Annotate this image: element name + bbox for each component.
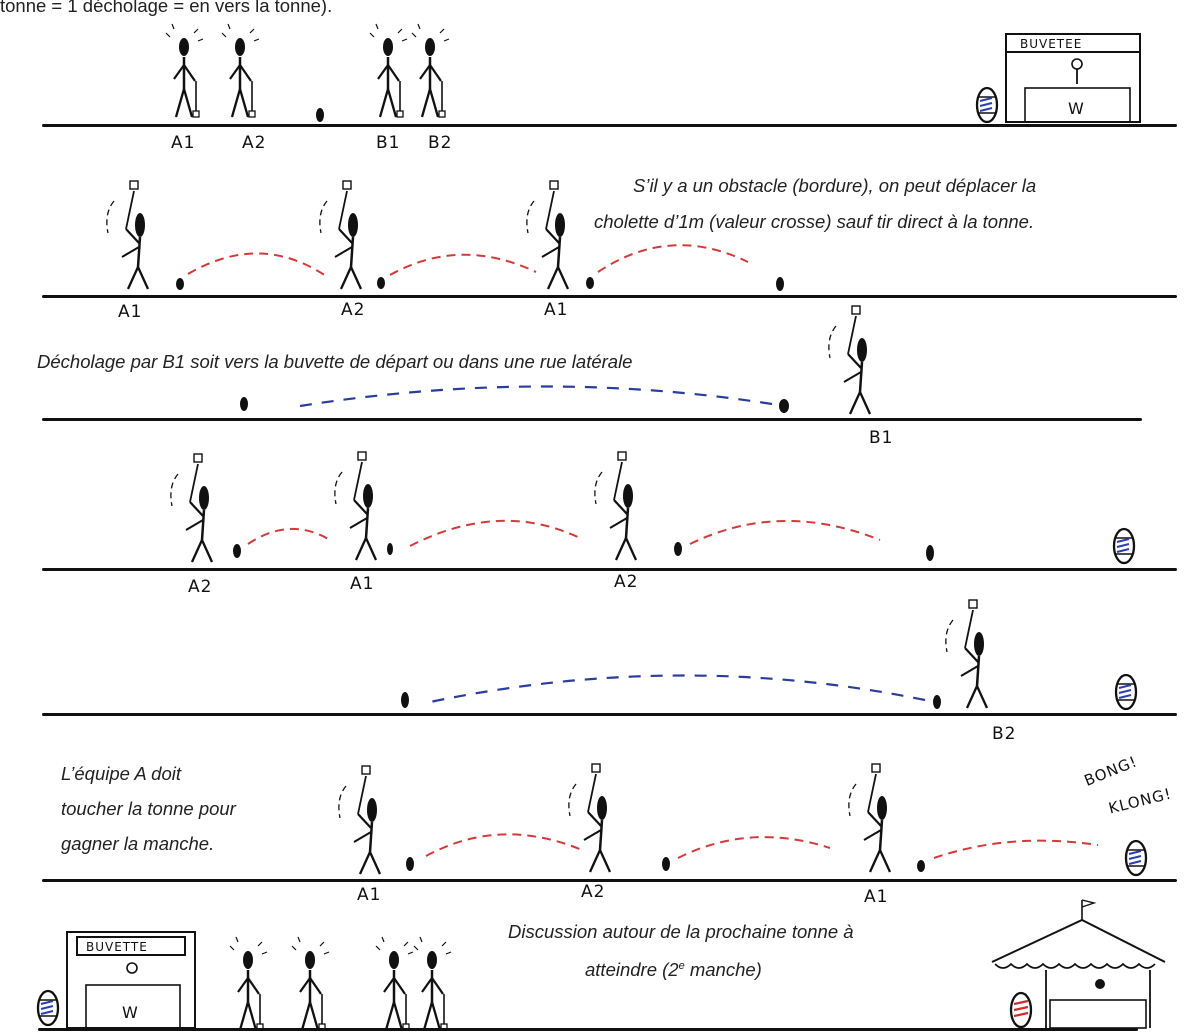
scene1-players [164,22,451,119]
scene2-red-arrows [187,244,749,277]
scene5-player [944,598,989,710]
scene7-booth: BUVETTE W [66,931,196,1029]
discussion-caption-line2: atteindre (2e manche) [585,952,762,984]
scene3-player [827,304,872,416]
scene6-barrel [1124,839,1148,877]
obstacle-caption-line2: cholette d’1m (valeur crosse) sauf tir d… [594,211,1035,232]
scene7-barrel-red [1009,991,1033,1029]
discussion-caption-line1: Discussion autour de la prochaine tonne … [508,921,854,942]
scene6-players [337,762,892,876]
scene1-booth: BUVETEE W [1005,33,1141,123]
label-s1-a2: A2 [242,133,267,153]
scene1-booth-label: BUVETEE [1020,37,1082,51]
scene7-players [228,935,453,1032]
scene3-blue-arrow [299,385,773,408]
label-s1-a1: A1 [171,133,196,153]
scene4-barrel [1112,527,1136,565]
scene1-cholette [316,108,324,122]
scene1-booth-letter: W [1068,99,1084,118]
scene6-cholettes [406,857,925,872]
discussion-caption-sup: e [678,960,685,972]
obstacle-caption-line1: S’il y a un obstacle (bordure), on peut … [633,175,1037,196]
decholage-caption: Décholage par B1 soit vers la buvette de… [37,351,633,372]
label-s6-a1: A1 [357,885,382,905]
scene5-cholettes [401,692,941,709]
scene6-red-arrows [425,833,1099,859]
scene4-cholettes [233,542,934,561]
ground-line-6 [42,879,1177,882]
scene2-cholettes [176,277,784,291]
label-s3-b1: B1 [869,428,894,448]
intro-fragment: tonne = 1 décholage = en vers la tonne). [0,0,333,16]
ground-line-5 [42,713,1177,716]
ground-line-4 [42,568,1177,571]
label-s6-a1b: A1 [864,887,889,907]
scene4-players [169,450,638,564]
scene5-blue-arrow [429,674,926,704]
scene2-players [105,179,570,291]
team-a-caption-line2: toucher la tonne pour [61,798,236,819]
scene4-red-arrows [247,519,881,547]
label-s4-a2b: A2 [614,572,639,592]
label-s6-a2: A2 [581,882,606,902]
team-a-caption-line3: gagner la manche. [61,833,215,854]
scene5-barrel [1114,673,1138,711]
scene7-booth-label: BUVETTE [86,940,148,954]
label-s4-a1: A1 [350,574,375,594]
discussion-caption-pre: atteindre (2 [585,959,679,981]
discussion-caption-post: manche) [684,959,762,981]
label-s1-b1: B1 [376,133,401,153]
ground-line-2 [42,295,1177,298]
ground-line-3 [42,418,1142,421]
scene7-barrel [36,989,60,1027]
scene3-cholettes [240,397,789,413]
label-s2-a1b: A1 [544,300,569,320]
scene7-tent [991,899,1166,1029]
team-a-caption-line1: L’équipe A doit [61,763,182,784]
label-s5-b2: B2 [992,724,1017,744]
label-s4-a2: A2 [188,577,213,597]
ground-line-7 [38,1028,1138,1031]
label-s1-b2: B2 [428,133,453,153]
scene7-booth-letter: W [122,1003,138,1022]
label-s2-a1: A1 [118,302,143,322]
ground-line-1 [42,124,1177,127]
scene1-barrel [975,86,999,124]
label-s2-a2: A2 [341,300,366,320]
